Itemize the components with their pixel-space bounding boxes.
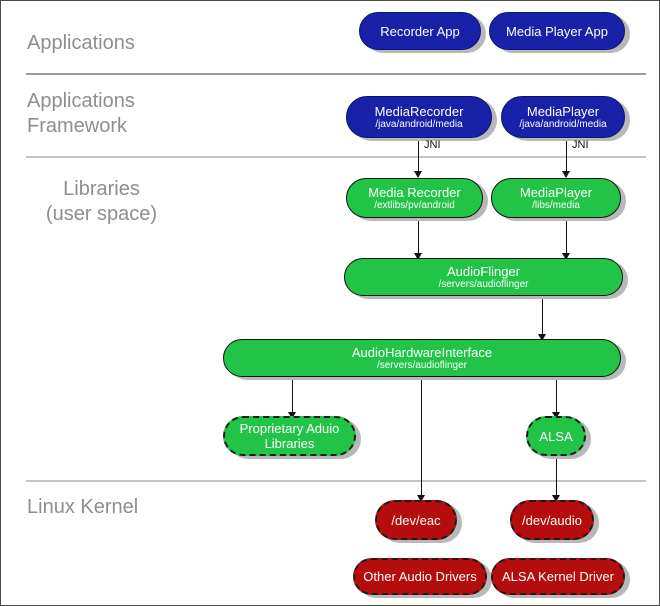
node-dev-audio-title: /dev/audio — [522, 512, 582, 528]
connector-alsa-to-dev-audio — [556, 458, 557, 502]
node-audiohardwareinterface-title: AudioHardwareInterface — [351, 344, 493, 360]
node-mediarecorder-framework-title: MediaRecorder — [374, 103, 464, 119]
node-proprietary-audio-libraries-title: Proprietary Aduio — [239, 421, 340, 436]
band-label-libraries: Libraries (user space) — [45, 178, 158, 225]
node-mediarecorder-framework-subtitle: /java/android/media — [375, 118, 463, 130]
node-recorder-app-title: Recorder App — [380, 23, 460, 39]
node-recorder-app[interactable]: Recorder App — [359, 12, 481, 50]
node-audiohardwareinterface-subtitle: /servers/audioflinger — [376, 359, 468, 371]
arrowhead-audiohw — [538, 334, 546, 341]
node-media-recorder-library-title: Media Recorder — [368, 184, 461, 200]
connector-mediaplayer-lib-to-audioflinger — [566, 220, 567, 260]
divider-applications — [26, 73, 646, 75]
node-mediaplayer-framework-subtitle: /java/android/media — [519, 118, 607, 130]
node-proprietary-audio-libraries[interactable]: Proprietary Aduio Libraries — [223, 416, 356, 456]
node-mediaplayer-framework[interactable]: MediaPlayer /java/android/media — [501, 96, 625, 138]
node-audioflinger-title: AudioFlinger — [447, 263, 520, 279]
edge-label-jni-left: JNI — [424, 139, 441, 151]
arrowhead-dev-eac — [417, 495, 425, 502]
node-alsa[interactable]: ALSA — [526, 416, 586, 456]
node-audiohardwareinterface[interactable]: AudioHardwareInterface /servers/audiofli… — [223, 339, 621, 377]
node-mediaplayer-library[interactable]: MediaPlayer /libs/media — [491, 178, 621, 218]
arrowhead-mediaplayer-lib — [562, 171, 570, 178]
arrowhead-dev-audio — [552, 495, 560, 502]
connector-mediaplayer-fw-to-lib — [566, 138, 567, 177]
node-other-audio-drivers-title: Other Audio Drivers — [363, 569, 477, 584]
node-audioflinger[interactable]: AudioFlinger /servers/audioflinger — [344, 258, 623, 296]
arrowhead-mediarecorder-lib — [414, 171, 422, 178]
node-alsa-title: ALSA — [539, 428, 573, 444]
node-mediarecorder-framework[interactable]: MediaRecorder /java/android/media — [346, 96, 492, 138]
connector-audioflinger-to-audiohw — [542, 298, 543, 341]
node-media-recorder-library-subtitle: /extlibs/pv/android — [374, 199, 455, 211]
band-label-applications-framework: Applications Framework — [27, 90, 135, 137]
node-alsa-kernel-driver-title: ALSA Kernel Driver — [502, 569, 614, 584]
node-dev-audio[interactable]: /dev/audio — [510, 500, 594, 540]
divider-applications-framework — [26, 156, 646, 158]
node-other-audio-drivers[interactable]: Other Audio Drivers — [353, 558, 487, 595]
node-mediaplayer-framework-title: MediaPlayer — [526, 103, 600, 119]
node-dev-eac-title: /dev/eac — [391, 512, 441, 528]
connector-audiohw-to-alsa — [556, 377, 557, 419]
connector-audiohw-to-dev-eac — [421, 377, 422, 501]
connector-mediarecorder-lib-to-audioflinger — [418, 220, 419, 260]
arrowhead-audioflinger-left — [414, 253, 422, 260]
connector-audiohw-to-proprietary — [292, 377, 293, 419]
band-label-linux-kernel: Linux Kernel — [27, 496, 139, 518]
node-dev-eac[interactable]: /dev/eac — [375, 500, 457, 540]
node-mediaplayer-library-title: MediaPlayer — [519, 184, 593, 200]
edge-label-jni-right: JNI — [572, 139, 589, 151]
node-media-player-app[interactable]: Media Player App — [489, 12, 625, 50]
node-audioflinger-subtitle: /servers/audioflinger — [438, 278, 529, 290]
band-label-applications: Applications — [27, 32, 135, 54]
arrowhead-audioflinger-right — [562, 253, 570, 260]
node-proprietary-audio-libraries-subtitle: Libraries — [264, 436, 315, 451]
node-media-player-app-title: Media Player App — [506, 23, 608, 39]
node-alsa-kernel-driver[interactable]: ALSA Kernel Driver — [491, 558, 625, 595]
connector-mediarecorder-fw-to-lib — [418, 138, 419, 177]
node-media-recorder-library[interactable]: Media Recorder /extlibs/pv/android — [346, 178, 483, 218]
divider-linux-kernel — [26, 480, 646, 482]
node-mediaplayer-library-subtitle: /libs/media — [532, 199, 580, 211]
